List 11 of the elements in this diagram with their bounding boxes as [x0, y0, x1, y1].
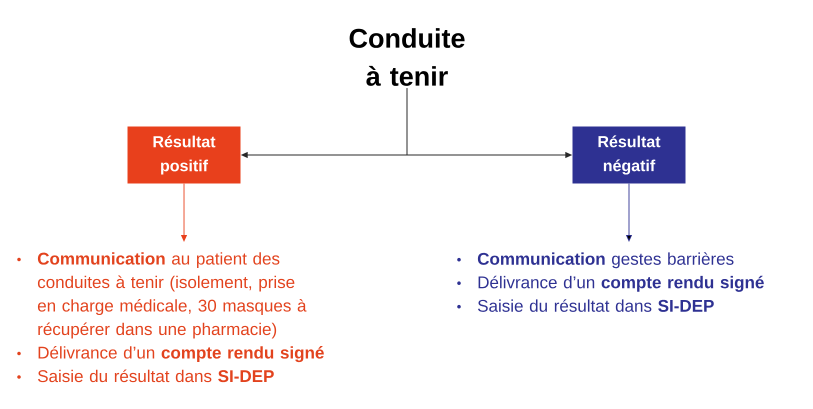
node-label: Délivrance d’un compte rendu signé [38, 346, 324, 362]
bullet-list: Communication gestes barrières Délivrance d’un compte rendu signé Saisie du résultat dans SI-DEP [457, 252, 764, 312]
title: Conduite à tenir [350, 28, 465, 86]
node-label: Communication gestes barrières [478, 252, 734, 268]
bullet-list: Communication au patient des conduites à tenir (isolement, prise en charge médicale, 30 masques à récupérer dans une pharmacie) Délivrance d’un compte rendu signé Saisie du résultat dans SI-DEP [17, 252, 324, 382]
node-label: Saisie du résultat dans SI-DEP [478, 299, 714, 312]
node-label: Saisie du résultat dans SI-DEP [38, 369, 274, 382]
node-label: Communication au patient des conduites à tenir (isolement, prise en charge médicale, 30 masques à récupérer dans une pharmacie) [38, 252, 306, 339]
result-box: Résultat positif [128, 126, 240, 184]
result-box: Résultat négatif [572, 126, 686, 184]
node-label: Délivrance d’un compte rendu signé [478, 276, 764, 292]
